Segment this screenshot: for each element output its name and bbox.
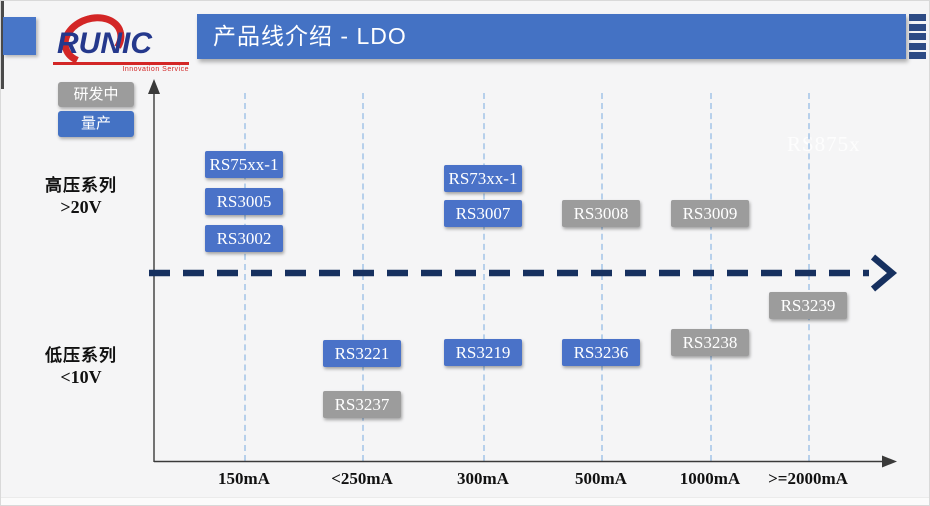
- bottom-edge-decor: [1, 497, 929, 505]
- x-axis-label-150mA: 150mA: [218, 469, 270, 488]
- decor-bar: [909, 23, 926, 31]
- decor-bar: [909, 52, 926, 59]
- decor-square: [3, 17, 36, 55]
- gridline: [601, 93, 603, 461]
- decor-bar: [909, 33, 926, 40]
- gridline: [710, 93, 712, 461]
- left-edge-decor: [1, 1, 4, 89]
- x-axis-label-300mA: 300mA: [457, 469, 509, 488]
- product-box-RS3008: RS3008: [562, 200, 640, 227]
- voltage-divider-arrow-icon: [870, 254, 898, 292]
- logo-brand: RUNIC: [57, 27, 152, 60]
- decor-bar: [909, 42, 926, 50]
- page-title: 产品线介绍 - LDO: [213, 23, 407, 49]
- gridline: [362, 93, 364, 461]
- runic-logo: RUNIC Innovation Service: [51, 6, 191, 74]
- x-axis-label-250mA: <250mA: [331, 469, 393, 488]
- product-box-RS3002: RS3002: [205, 225, 283, 252]
- logo-underline: [53, 62, 189, 65]
- decor-bar: [909, 14, 926, 21]
- high-voltage-range-label: >20V: [60, 197, 102, 217]
- product-box-RS73xx-1: RS73xx-1: [444, 165, 522, 192]
- slide-title-bar: 产品线介绍 - LDO: [197, 14, 906, 59]
- legend-production-badge: 量产: [58, 111, 134, 137]
- low-voltage-range-label: <10V: [60, 367, 102, 387]
- product-box-RS3239: RS3239: [769, 292, 847, 319]
- product-box-RS75xx-1: RS75xx-1: [205, 151, 283, 178]
- gridline: [244, 93, 246, 461]
- decor-side-bars: [909, 14, 926, 59]
- gridline: [483, 93, 485, 461]
- x-axis-arrow-icon: [882, 455, 897, 468]
- product-box-RS3236: RS3236: [562, 339, 640, 366]
- row-label-low-voltage: 低压系列 <10V: [23, 341, 139, 388]
- legend-development-badge: 研发中: [58, 82, 134, 107]
- y-axis-arrow-icon: [148, 79, 160, 94]
- low-voltage-series-label: 低压系列: [45, 346, 117, 365]
- x-axis-label-1000mA: 1000mA: [679, 469, 741, 488]
- x-axis-label-500mA: 500mA: [575, 469, 627, 488]
- product-box-RS3005: RS3005: [205, 188, 283, 215]
- row-label-high-voltage: 高压系列 >20V: [23, 171, 139, 218]
- high-voltage-series-label: 高压系列: [45, 176, 117, 195]
- gridline: [808, 93, 810, 461]
- x-axis-label-2000mA: >=2000mA: [768, 469, 848, 488]
- watermark-text: RS875x: [787, 132, 861, 156]
- product-box-RS3238: RS3238: [671, 329, 749, 356]
- product-box-RS3219: RS3219: [444, 339, 522, 366]
- product-box-RS3221: RS3221: [323, 340, 401, 367]
- product-box-RS3007: RS3007: [444, 200, 522, 227]
- logo-tagline: Innovation Service: [122, 66, 189, 73]
- product-box-RS3237: RS3237: [323, 391, 401, 418]
- product-box-RS3009: RS3009: [671, 200, 749, 227]
